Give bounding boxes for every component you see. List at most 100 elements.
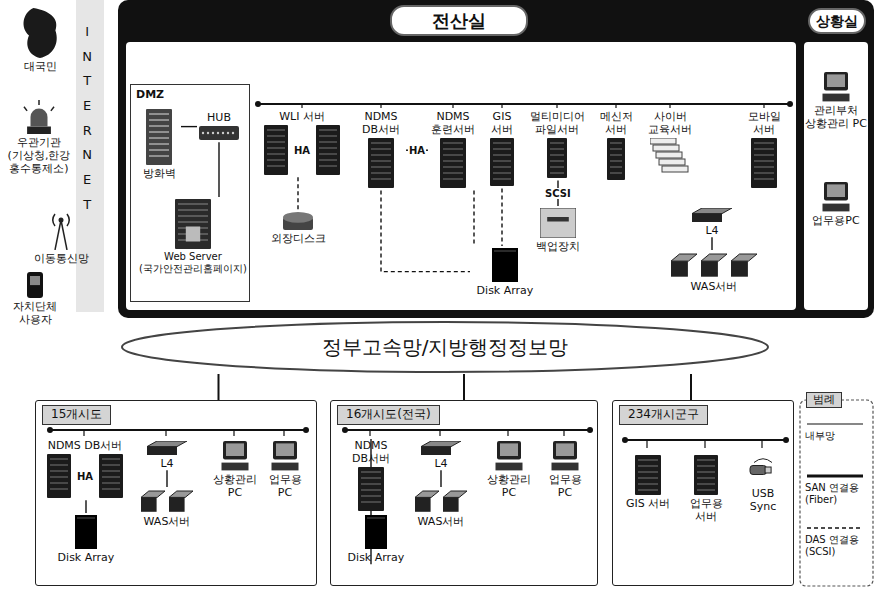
device: 관리부처 상황관리 PC xyxy=(804,70,868,130)
device: 메신저 서버 xyxy=(596,110,636,182)
l4-icon xyxy=(421,441,461,455)
device: 우관기관 (기상청,한강 홍수통제소) xyxy=(2,98,76,176)
icon-holder xyxy=(2,100,76,134)
node-label: 업무용 PC xyxy=(541,473,589,499)
icon-holder xyxy=(470,248,540,282)
phone-icon xyxy=(27,272,43,298)
pc-icon xyxy=(550,441,580,471)
korea-icon xyxy=(18,8,62,58)
icon-holder xyxy=(804,72,868,102)
device: HUB xyxy=(197,111,241,142)
device: L4 xyxy=(421,439,461,470)
room-panel: 전산실DMZ방화벽HUBWeb Server (국가안전관리홈페이지)WLI 서… xyxy=(118,0,800,318)
device: 방화벽 xyxy=(137,107,181,180)
connector xyxy=(440,470,441,487)
icon-holder xyxy=(739,455,787,485)
backup-icon xyxy=(540,208,576,238)
device: 멀티미디어 파일서버 xyxy=(526,110,588,180)
node-label: 자치단체 사용자 xyxy=(4,300,66,326)
icon-holder xyxy=(642,138,698,178)
pc-icon xyxy=(821,72,851,102)
l4-icon xyxy=(147,441,187,455)
connector xyxy=(85,500,86,513)
legend-line xyxy=(807,475,863,478)
device: 업무용PC xyxy=(804,180,868,227)
icon-holder xyxy=(804,182,868,212)
node-label: DMZ xyxy=(131,85,249,104)
device: WLI 서버 xyxy=(262,110,342,177)
node-label: 대국민 xyxy=(10,60,70,73)
device: Disk Array xyxy=(470,246,540,297)
icon-holder xyxy=(428,138,478,188)
device: 자치단체 사용자 xyxy=(4,270,66,326)
bus-line xyxy=(50,104,790,440)
node-label: 15개시도 xyxy=(42,405,111,425)
device: NDMS 훈련서버 xyxy=(428,110,478,190)
device: 백업장치 xyxy=(530,206,586,253)
icon-holder xyxy=(530,208,586,238)
books-icon xyxy=(669,252,759,278)
device: WAS서버 xyxy=(401,487,481,528)
node-label: 정부고속망/지방행정정보망 xyxy=(322,334,569,361)
node-label: 우관기관 (기상청,한강 홍수통제소) xyxy=(2,136,76,176)
legend-title: 범례 xyxy=(806,392,842,408)
srv-icon xyxy=(490,138,514,186)
device: 업무용 PC xyxy=(263,439,307,499)
legend-sample xyxy=(805,472,865,480)
device: L4 xyxy=(690,206,734,237)
node-label: 16개시도(전국) xyxy=(337,405,440,425)
legend-line xyxy=(807,527,863,528)
legend-entry: 내부망 xyxy=(805,420,869,442)
node-label: Disk Array xyxy=(51,551,121,564)
connector xyxy=(690,374,692,400)
node-label: L4 xyxy=(690,224,734,237)
icon-holder xyxy=(401,489,481,513)
array-icon xyxy=(492,248,518,282)
device: 상황관리 PC xyxy=(211,439,259,499)
web-icon xyxy=(175,199,211,249)
device: NDMS DB서버 xyxy=(341,439,401,513)
icon-holder xyxy=(211,441,259,471)
connector xyxy=(381,190,470,271)
srv-icon xyxy=(547,138,567,178)
site-box: 16개시도(전국)NDMS DB서버Disk ArrayL4WAS서버상황관리 … xyxy=(330,400,598,586)
icon-holder xyxy=(266,212,330,230)
node-label: 외장디스크 xyxy=(266,232,330,245)
srv-icon xyxy=(358,467,384,511)
node-label: WAS서버 xyxy=(664,280,764,293)
network-cloud: 정부고속망/지방행정정보망 xyxy=(120,320,770,374)
node-label: Disk Array xyxy=(341,551,411,564)
site-box: 15개시도NDMS DB서버Disk ArrayL4WAS서버상황관리 PC업무… xyxy=(35,400,317,586)
node-label: 업무용PC xyxy=(804,214,868,227)
node-label: 관리부처 상황관리 PC xyxy=(804,104,868,130)
node-label: NDMS DB서버 xyxy=(356,110,406,136)
icon-holder xyxy=(421,441,461,455)
bus-end xyxy=(47,101,793,443)
connector xyxy=(501,188,502,246)
node-label: 백업장치 xyxy=(530,240,586,253)
node-label: WAS서버 xyxy=(129,515,205,528)
zone-box: DMZ방화벽HUBWeb Server (국가안전관리홈페이지) xyxy=(130,84,250,302)
hub-icon xyxy=(199,126,239,140)
connector xyxy=(711,237,712,250)
device: 대국민 xyxy=(10,6,70,73)
legend-text: DAS 연결용 (SCSI) xyxy=(805,534,869,558)
node-label: 234개시군구 xyxy=(619,405,708,425)
legend-text: SAN 연결용 (Fiber) xyxy=(805,482,869,506)
icon-holder xyxy=(137,199,249,249)
node-label: 업무용 PC xyxy=(263,473,307,499)
node-label: 이동통신망 xyxy=(28,252,94,265)
pc-icon xyxy=(270,441,300,471)
icon-holder xyxy=(664,252,764,278)
internet-band xyxy=(76,0,104,312)
icon-holder xyxy=(147,441,187,455)
srv-icon xyxy=(440,138,466,188)
srv-icon xyxy=(607,138,625,180)
device: 외장디스크 xyxy=(266,210,330,245)
array-icon xyxy=(75,515,97,549)
pc-icon xyxy=(821,182,851,212)
srv-icon xyxy=(635,455,661,495)
site-box: 234개시군구GIS 서버업무용 서버USB Sync xyxy=(612,400,794,586)
